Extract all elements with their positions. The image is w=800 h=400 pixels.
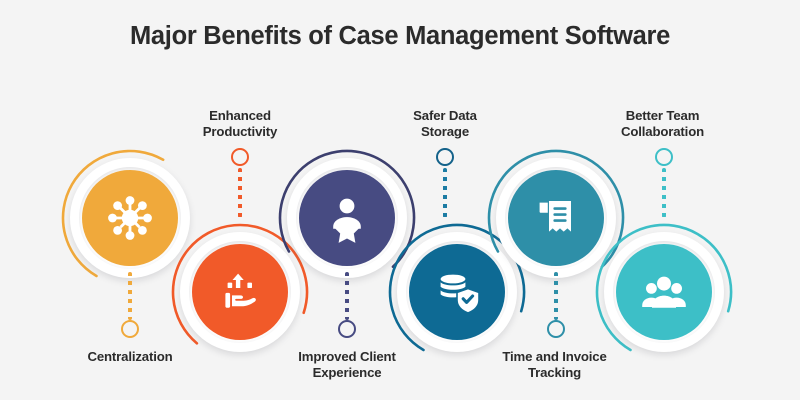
connector-endpoint-ring: [338, 320, 356, 338]
dotted-line: [128, 272, 132, 320]
label-line-1: Safer Data: [413, 108, 477, 123]
icon-disc-enhanced-productivity[interactable]: [192, 244, 288, 340]
label-line-2: Experience: [312, 364, 382, 380]
label-improved-client-experience: Improved Client Experience: [272, 349, 422, 380]
hub-network-icon: [108, 196, 152, 240]
node-time-and-invoice-tracking[interactable]: [486, 148, 626, 288]
node-improved-client-experience[interactable]: [277, 148, 417, 288]
icon-disc-safer-data-storage[interactable]: [409, 244, 505, 340]
connector-enhanced-productivity: [227, 148, 253, 218]
connector-safer-data-storage: [432, 148, 458, 218]
label-enhanced-productivity: Enhanced Productivity: [165, 108, 315, 139]
label-line-2: Storage: [420, 123, 470, 139]
accent-arc-better-team-collaboration: [595, 223, 733, 361]
icon-disc-centralization[interactable]: [82, 170, 178, 266]
node-safer-data-storage[interactable]: [387, 222, 527, 362]
dotted-line: [345, 272, 349, 320]
connector-endpoint-ring: [436, 148, 454, 166]
label-line-1: Enhanced: [209, 108, 271, 123]
label-better-team-collaboration: Better Team Collaboration: [585, 108, 740, 139]
invoice-receipt-icon: [539, 201, 571, 232]
icon-disc-better-team-collaboration[interactable]: [616, 244, 712, 340]
label-centralization: Centralization: [87, 349, 173, 364]
label-line-1: Improved Client: [298, 349, 396, 364]
node-better-team-collaboration[interactable]: [594, 222, 734, 362]
connector-endpoint-ring: [231, 148, 249, 166]
label-line-2: Productivity: [202, 123, 278, 139]
connector-time-and-invoice-tracking: [543, 272, 569, 340]
person-star-icon: [333, 198, 361, 243]
dotted-line: [443, 168, 447, 218]
accent-arc-time-and-invoice-tracking: [487, 149, 625, 287]
label-time-and-invoice-tracking: Time and Invoice Tracking: [477, 349, 632, 380]
connector-endpoint-ring: [121, 320, 139, 338]
connector-endpoint-ring: [655, 148, 673, 166]
connector-centralization: [117, 272, 143, 340]
database-shield-check-icon: [440, 274, 479, 313]
dotted-line: [554, 272, 558, 320]
node-enhanced-productivity[interactable]: [170, 222, 310, 362]
label-safer-data-storage: Safer Data Storage: [370, 108, 520, 139]
label-line-2: Collaboration: [620, 123, 705, 139]
label-line-2: Tracking: [527, 364, 582, 380]
people-group-icon: [642, 276, 686, 308]
accent-arc-centralization: [61, 149, 199, 287]
page-title: Major Benefits of Case Management Softwa…: [129, 22, 671, 50]
connector-endpoint-ring: [547, 320, 565, 338]
accent-arc-improved-client-experience: [278, 149, 416, 287]
dotted-line: [238, 168, 242, 218]
icon-disc-improved-client-experience[interactable]: [299, 170, 395, 266]
connector-better-team-collaboration: [651, 148, 677, 218]
node-centralization[interactable]: [60, 148, 200, 288]
connector-improved-client-experience: [334, 272, 360, 340]
dotted-line: [662, 168, 666, 218]
label-line-1: Time and Invoice: [502, 349, 607, 364]
label-line-1: Better Team: [625, 108, 700, 123]
hand-growth-arrow-icon: [225, 273, 256, 308]
icon-disc-time-and-invoice-tracking[interactable]: [508, 170, 604, 266]
